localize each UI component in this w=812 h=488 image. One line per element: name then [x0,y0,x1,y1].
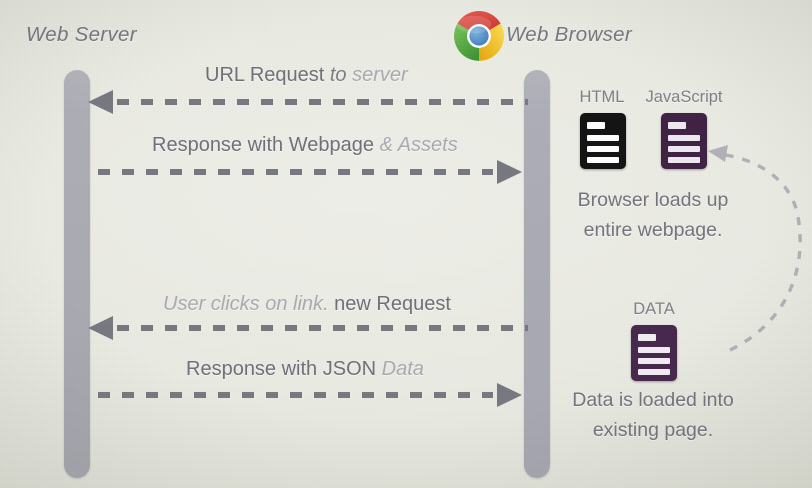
msg-part: User clicks on link. [163,293,335,315]
msg-part: & Assets [379,134,458,156]
doc-line [587,157,619,163]
arrowhead-left [88,90,113,114]
lifeline-web-server [64,70,90,478]
data-icon [631,325,677,381]
arrow-response-webpage [98,160,522,184]
doc-line [668,146,700,152]
arrow-data-to-javascript [708,145,802,352]
arrow-response-json [98,383,522,407]
message-label-response-webpage: Response with Webpage & Assets [152,134,458,157]
arrowhead-curve [708,145,728,162]
html-icon [580,113,626,169]
label-web-browser: Web Browser [506,23,632,46]
caption-browser-loads: Browser loads up entire webpage. [577,189,729,241]
javascript-icon [661,113,707,169]
msg-part: server [352,64,408,86]
data-icon-label: DATA [633,300,675,318]
arrowhead-right [497,383,522,407]
doc-line [668,122,686,129]
caption-data-loaded: Data is loaded into existing page. [572,389,734,441]
doc-line [668,135,700,141]
arrow-new-request [88,316,528,340]
message-label-new-request: User clicks on link. new Request [163,293,451,316]
msg-part: Response with Webpage [152,134,380,156]
doc-line [587,146,619,152]
doc-line [638,347,670,353]
msg-part: Response with JSON [186,358,382,380]
arrow-url-request [88,90,528,114]
chrome-logo [453,10,505,62]
doc-line [638,334,656,341]
doc-line [638,358,670,364]
msg-part: new Request [334,293,451,315]
chrome-logo-svg [454,11,504,61]
lifeline-web-browser [524,70,550,478]
doc-line [638,369,670,375]
curved-dashed-path [725,153,802,352]
arrowhead-right [497,160,522,184]
doc-line [587,122,605,129]
message-label-url-request: URL Request to server [205,64,408,87]
doc-line [587,135,619,141]
message-label-response-json: Response with JSON Data [186,358,424,381]
label-web-server: Web Server [26,23,137,46]
arrowhead-left [88,316,113,340]
msg-part: URL Request [205,64,330,86]
doc-line [668,157,700,163]
msg-part: to [329,64,353,86]
msg-part: Data [381,358,424,380]
javascript-icon-label: JavaScript [645,88,723,106]
html-icon-label: HTML [579,88,625,106]
